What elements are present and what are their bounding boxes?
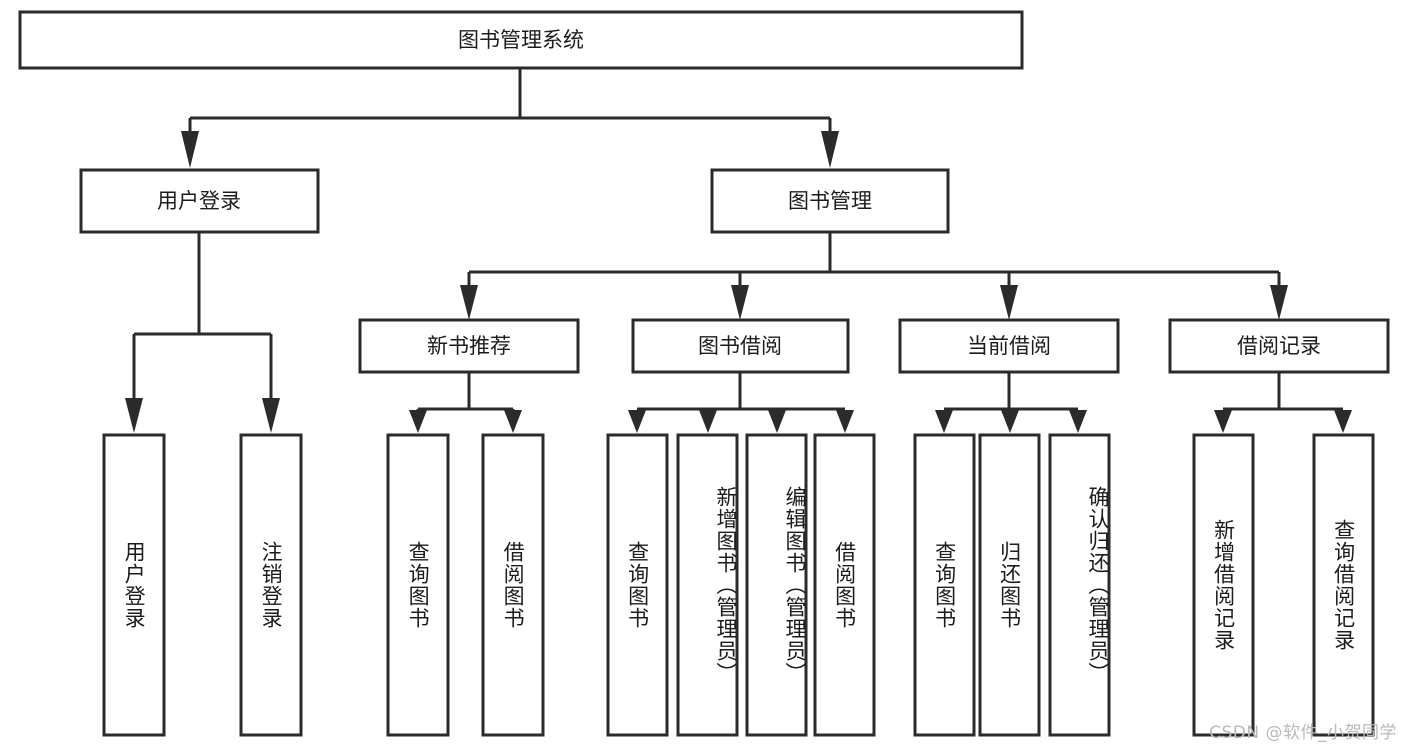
node-box-current-borrow[interactable] — [898, 318, 1120, 374]
arrow-head-leaf-recommend-1 — [409, 410, 427, 433]
arrow-head-leaf-user-login-2 — [262, 398, 280, 433]
watermark-text: CSDN @软件_小贺同学 — [1209, 723, 1397, 743]
node-box-leaf-recommend-2[interactable] — [481, 433, 545, 737]
arrow-head-borrow-record — [1270, 285, 1288, 320]
node-boxes: 图书管理系统 用户登录 图书管理 新书推荐 图书借阅 当前借阅 借阅记录 — [18, 10, 1390, 737]
node-box-leaf-user-login-1[interactable] — [102, 433, 166, 737]
node-box-leaf-record-2[interactable] — [1312, 433, 1375, 737]
node-box-root[interactable] — [18, 10, 1024, 70]
node-box-book-manage[interactable] — [710, 168, 950, 234]
arrow-head-book-borrow — [731, 285, 749, 320]
node-label-borrow-record: 借阅记录 — [1237, 334, 1321, 358]
node-label-new-book-recommend: 新书推荐 — [427, 334, 511, 358]
arrow-head-leaf-recommend-2 — [504, 410, 522, 433]
node-box-book-borrow[interactable] — [631, 318, 850, 374]
node-box-leaf-borrow-1[interactable] — [606, 433, 669, 737]
node-box-leaf-borrow-3[interactable] — [745, 433, 808, 737]
arrow-head-leaf-borrow-1 — [628, 410, 646, 433]
arrow-head-leaf-record-1 — [1214, 410, 1232, 433]
arrow-head-leaf-borrow-4 — [836, 410, 854, 433]
arrow-head-user-login — [181, 131, 199, 168]
node-label-current-borrow: 当前借阅 — [967, 334, 1051, 358]
node-box-leaf-borrow-2[interactable] — [676, 433, 739, 737]
node-box-new-book-recommend[interactable] — [358, 318, 580, 374]
node-label-root: 图书管理系统 — [458, 28, 584, 52]
node-label-book-manage: 图书管理 — [788, 189, 872, 213]
arrow-head-leaf-user-login-1 — [125, 398, 143, 433]
arrow-head-leaf-current-2 — [1001, 410, 1019, 433]
arrow-head-leaf-borrow-2 — [699, 410, 717, 433]
node-box-leaf-current-3[interactable] — [1048, 433, 1111, 737]
arrow-head-new-book-recommend — [460, 285, 478, 320]
node-label-user-login: 用户登录 — [157, 189, 241, 213]
node-box-leaf-record-1[interactable] — [1192, 433, 1255, 737]
arrow-head-leaf-borrow-3 — [768, 410, 786, 433]
node-box-leaf-current-1[interactable] — [913, 433, 976, 737]
node-box-leaf-user-login-2[interactable] — [239, 433, 303, 737]
node-box-leaf-current-2[interactable] — [978, 433, 1041, 737]
arrow-head-current-borrow — [1000, 285, 1018, 320]
arrow-head-leaf-current-3 — [1069, 410, 1087, 433]
arrow-head-book-manage — [821, 131, 839, 168]
node-box-user-login[interactable] — [79, 168, 320, 234]
node-box-borrow-record[interactable] — [1168, 318, 1390, 374]
arrow-head-leaf-record-2 — [1334, 410, 1352, 433]
connectors — [125, 68, 1352, 433]
node-box-leaf-borrow-4[interactable] — [813, 433, 876, 737]
node-label-book-borrow: 图书借阅 — [698, 334, 782, 358]
node-box-leaf-recommend-1[interactable] — [386, 433, 450, 737]
arrow-head-leaf-current-1 — [935, 410, 953, 433]
